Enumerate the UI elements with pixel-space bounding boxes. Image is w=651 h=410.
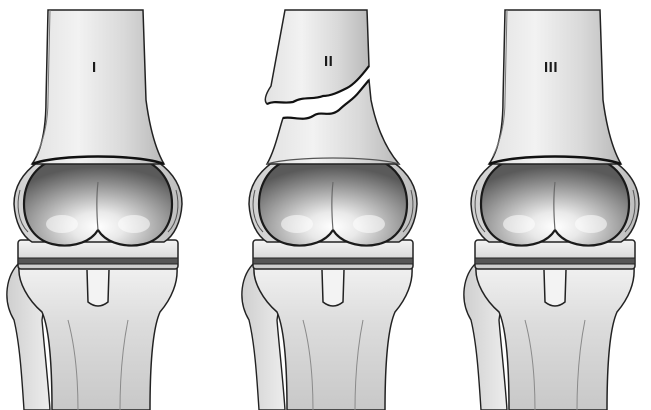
panel-label-ii: II bbox=[324, 53, 333, 70]
proximal-femur-fragment bbox=[265, 10, 369, 104]
knee-panel-ii: II bbox=[242, 10, 417, 410]
knee-panel-i: I bbox=[7, 10, 182, 410]
knee-panel-iii: III bbox=[464, 10, 639, 410]
panel-label-iii: III bbox=[544, 59, 558, 76]
panel-label-i: I bbox=[92, 59, 97, 76]
